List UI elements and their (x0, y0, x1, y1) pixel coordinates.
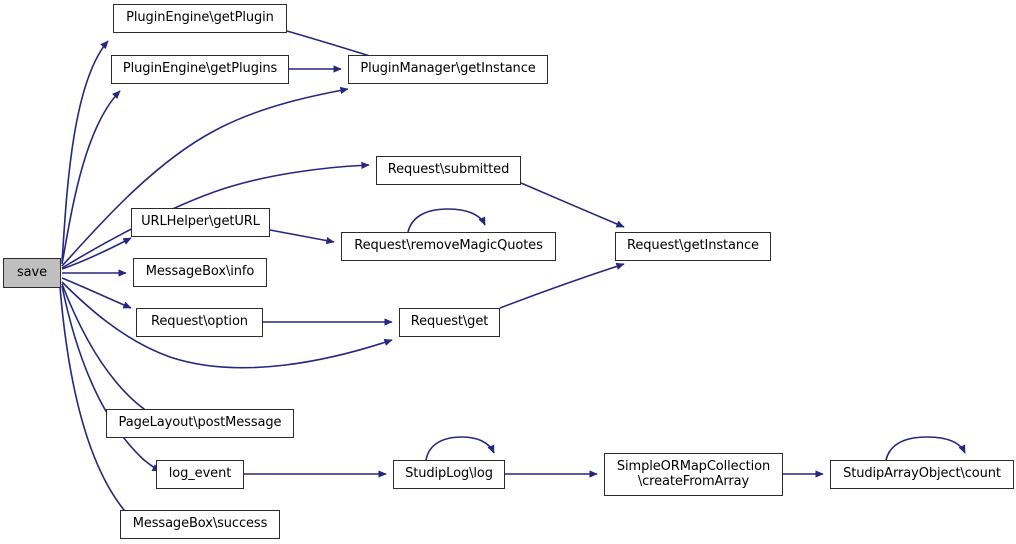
node-pluginengine-getplugins[interactable]: PluginEngine\getPlugins (111, 55, 289, 84)
edge-save-to-getPlugin (61, 40, 109, 263)
node-pluginengine-getplugin-label: PluginEngine\getPlugin (126, 10, 274, 26)
edge-removeMagic-self-loop (407, 208, 486, 233)
node-urlhelper-geturl-label: URLHelper\getURL (141, 214, 260, 230)
node-pagelayout-postmessage[interactable]: PageLayout\postMessage (106, 409, 294, 438)
node-save[interactable]: save (3, 258, 61, 288)
node-pluginengine-getplugin[interactable]: PluginEngine\getPlugin (113, 4, 287, 33)
node-messagebox-success[interactable]: MessageBox\success (120, 510, 280, 539)
node-request-getinstance[interactable]: Request\getInstance (615, 232, 771, 261)
node-request-removemagicquotes-label: Request\removeMagicQuotes (354, 238, 543, 254)
edge-save-to-get (61, 281, 393, 369)
node-messagebox-success-label: MessageBox\success (132, 516, 268, 532)
node-studiplog-log[interactable]: StudipLog\log (393, 460, 505, 489)
node-studiparrayobject-count-label: StudipArrayObject\count (843, 466, 1001, 482)
node-pagelayout-postmessage-label: PageLayout\postMessage (118, 415, 282, 431)
node-request-get[interactable]: Request\get (399, 308, 500, 337)
edge-save-to-submitted (61, 161, 370, 269)
node-request-submitted[interactable]: Request\submitted (376, 156, 521, 185)
edge-studipLog-self-loop (425, 436, 495, 461)
node-studiplog-log-label: StudipLog\log (405, 466, 493, 482)
node-messagebox-info-label: MessageBox\info (145, 264, 255, 280)
node-pluginmanager-getinstance[interactable]: PluginManager\getInstance (348, 55, 548, 84)
edge-arrayCount-self-loop (885, 436, 966, 461)
node-urlhelper-geturl[interactable]: URLHelper\getURL (131, 208, 270, 237)
node-pluginengine-getplugins-label: PluginEngine\getPlugins (122, 61, 278, 77)
node-simpleormapcollection-createfromarray[interactable]: SimpleORMapCollection \createFromArray (604, 453, 783, 496)
edge-get-to-getInstanceReq (499, 262, 625, 309)
edge-save-to-getPlugins (61, 90, 121, 265)
edge-getURL-to-removeMagic (269, 229, 335, 245)
node-request-get-label: Request\get (410, 314, 489, 330)
node-request-getinstance-label: Request\getInstance (627, 238, 759, 254)
node-request-submitted-label: Request\submitted (387, 162, 510, 178)
node-studiparrayobject-count[interactable]: StudipArrayObject\count (830, 460, 1014, 489)
node-messagebox-info[interactable]: MessageBox\info (133, 258, 267, 287)
node-request-removemagicquotes[interactable]: Request\removeMagicQuotes (341, 232, 556, 261)
node-request-option[interactable]: Request\option (136, 308, 263, 337)
edge-save-to-getURL (61, 237, 132, 270)
node-pluginmanager-getinstance-label: PluginManager\getInstance (360, 61, 536, 77)
node-log-event-label: log_event (168, 466, 232, 482)
node-request-option-label: Request\option (151, 314, 248, 330)
edge-submitted-to-getInstanceReq (520, 182, 625, 228)
edge-save-to-option (61, 277, 132, 309)
node-log-event[interactable]: log_event (156, 460, 244, 489)
node-save-label: save (16, 264, 48, 280)
node-simpleormapcollection-createfromarray-label: SimpleORMapCollection \createFromArray (616, 458, 771, 489)
edge-save-to-getInstancePM (61, 86, 349, 267)
